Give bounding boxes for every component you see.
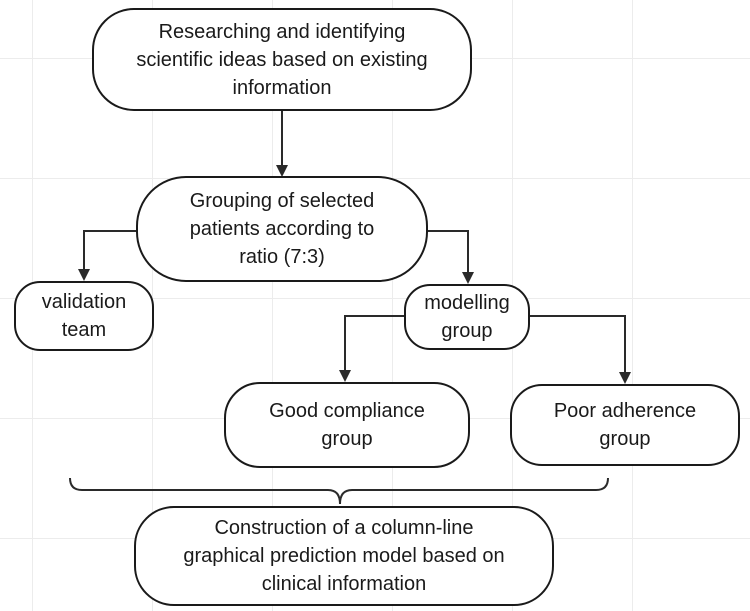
node-poor-adherence-group: Poor adherence group (510, 384, 740, 466)
node-grouping: Grouping of selected patients according … (136, 176, 428, 282)
arrow-modelling-to-poor-adherence (530, 315, 631, 384)
node-construction-model: Construction of a column-line graphical … (134, 506, 554, 606)
arrow-modelling-to-good-compliance (339, 315, 404, 382)
merge-brace (69, 477, 609, 505)
node-modelling-group: modelling group (404, 284, 530, 350)
node-validation-team: validation team (14, 281, 154, 351)
node-good-compliance-group: Good compliance group (224, 382, 470, 468)
arrow-grouping-to-validation (78, 230, 136, 281)
arrow-grouping-to-modelling (428, 230, 474, 284)
node-research: Researching and identifying scientific i… (92, 8, 472, 111)
